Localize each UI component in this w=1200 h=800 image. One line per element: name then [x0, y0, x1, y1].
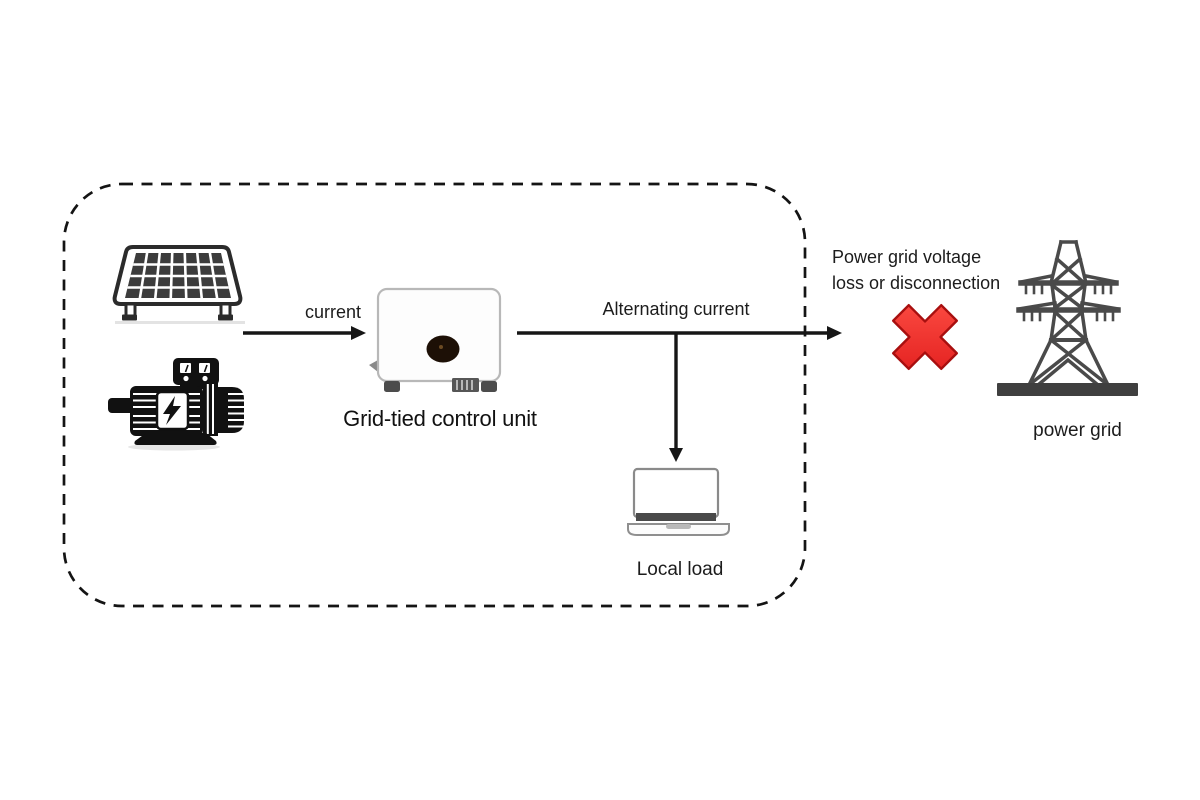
current-label: current: [304, 302, 361, 322]
control-unit-label: Grid-tied control unit: [343, 406, 537, 431]
fault-x-icon: [891, 303, 959, 371]
local-load-label: Local load: [636, 559, 724, 580]
load-branch-arrow: [669, 333, 683, 462]
transmission-tower-icon: [997, 239, 1138, 396]
fault-label-line1: Power grid voltage: [832, 247, 982, 267]
inverter-icon: [369, 287, 502, 392]
ac-arrow: [517, 326, 842, 340]
fault-label: Power grid voltage loss or disconnection: [832, 244, 1052, 296]
solar-panel-icon: [112, 245, 245, 324]
laptop-icon: [627, 467, 730, 536]
current-arrow: [243, 326, 366, 340]
alternating-current-label: Alternating current: [602, 299, 750, 319]
electric-motor-icon: [108, 358, 247, 451]
fault-label-line2: loss or disconnection: [832, 273, 1001, 293]
system-boundary: [62, 182, 807, 608]
power-grid-label: power grid: [1033, 420, 1122, 441]
